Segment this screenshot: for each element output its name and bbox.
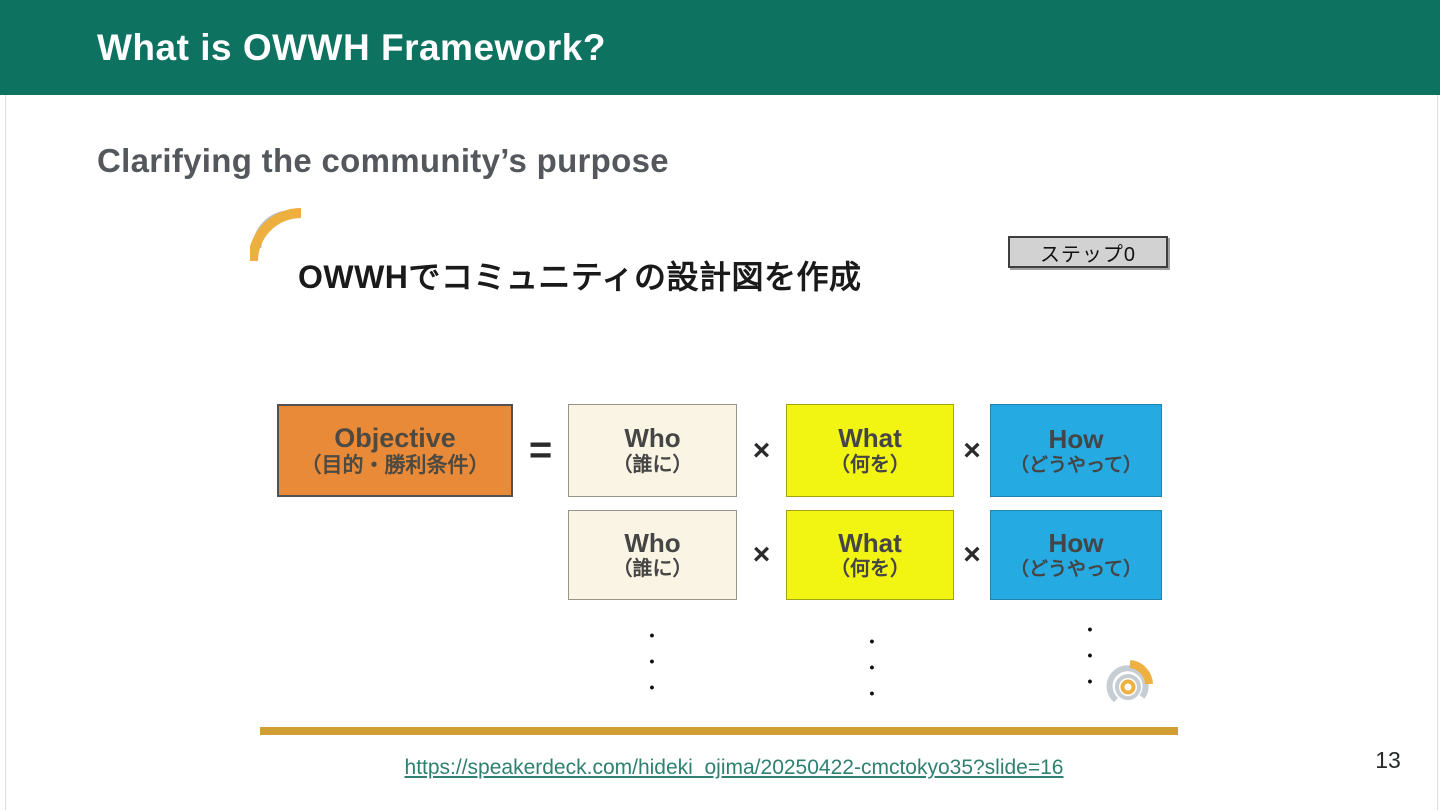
how-sublabel: （どうやって）: [1009, 559, 1143, 581]
multiply-operator: ×: [752, 538, 771, 571]
multiply-operator: ×: [963, 538, 981, 571]
source-link[interactable]: https://speakerdeck.com/hideki_ojima/202…: [404, 756, 1064, 779]
page-number: 13: [1375, 747, 1401, 773]
who-sublabel: （誰に）: [612, 558, 693, 581]
how-box: How （どうやって）: [990, 510, 1162, 600]
objective-label: Objective: [334, 422, 456, 453]
what-label: What: [838, 423, 902, 454]
what-box: What （何を）: [786, 404, 954, 497]
step-badge: ステップ0: [1008, 236, 1168, 268]
what-label: What: [838, 527, 902, 558]
multiply-operator: ×: [963, 433, 981, 467]
what-sublabel: （何を）: [830, 558, 910, 581]
continuation-dots-how: • • •: [1087, 621, 1093, 689]
how-box: How （どうやって）: [990, 404, 1162, 497]
arc-swoosh-icon: [248, 206, 308, 269]
how-sublabel: （どうやって）: [1009, 454, 1143, 476]
step-badge-label: ステップ0: [1039, 243, 1137, 266]
continuation-dots-what: • • •: [869, 633, 875, 701]
objective-box: Objective （目的・勝利条件）: [277, 404, 513, 497]
objective-sublabel: （目的・勝利条件）: [300, 453, 490, 477]
who-label: Who: [624, 423, 681, 454]
equation-row-2: Who （誰に） × What （何を） × How （どうやって）: [568, 510, 1162, 600]
what-sublabel: （何を）: [830, 453, 910, 476]
slide-header-bar: What is OWWH Framework?: [0, 0, 1440, 95]
slide-left-edge: [5, 95, 6, 810]
figure-title: OWWHでコミュニティの設計図を作成: [298, 259, 862, 295]
who-box: Who （誰に）: [568, 404, 737, 497]
who-sublabel: （誰に）: [612, 453, 693, 476]
slide-right-edge: [1437, 95, 1438, 810]
source-link-row: https://speakerdeck.com/hideki_ojima/202…: [14, 756, 1440, 780]
page-title: What is OWWH Framework?: [97, 26, 606, 68]
accent-divider-bar: [260, 727, 1178, 735]
equals-operator: =: [528, 428, 553, 472]
what-box: What （何を）: [786, 510, 954, 600]
multiply-operator: ×: [752, 433, 771, 467]
concentric-circles-logo-icon: [1102, 660, 1154, 717]
who-box: Who （誰に）: [568, 510, 737, 600]
who-label: Who: [624, 527, 681, 558]
slide-subtitle: Clarifying the community’s purpose: [97, 142, 669, 179]
how-label: How: [1048, 528, 1104, 559]
equation-row-1: Objective （目的・勝利条件） = Who （誰に） × What （何…: [277, 404, 1162, 497]
how-label: How: [1048, 423, 1104, 454]
continuation-dots-who: • • •: [649, 627, 655, 695]
